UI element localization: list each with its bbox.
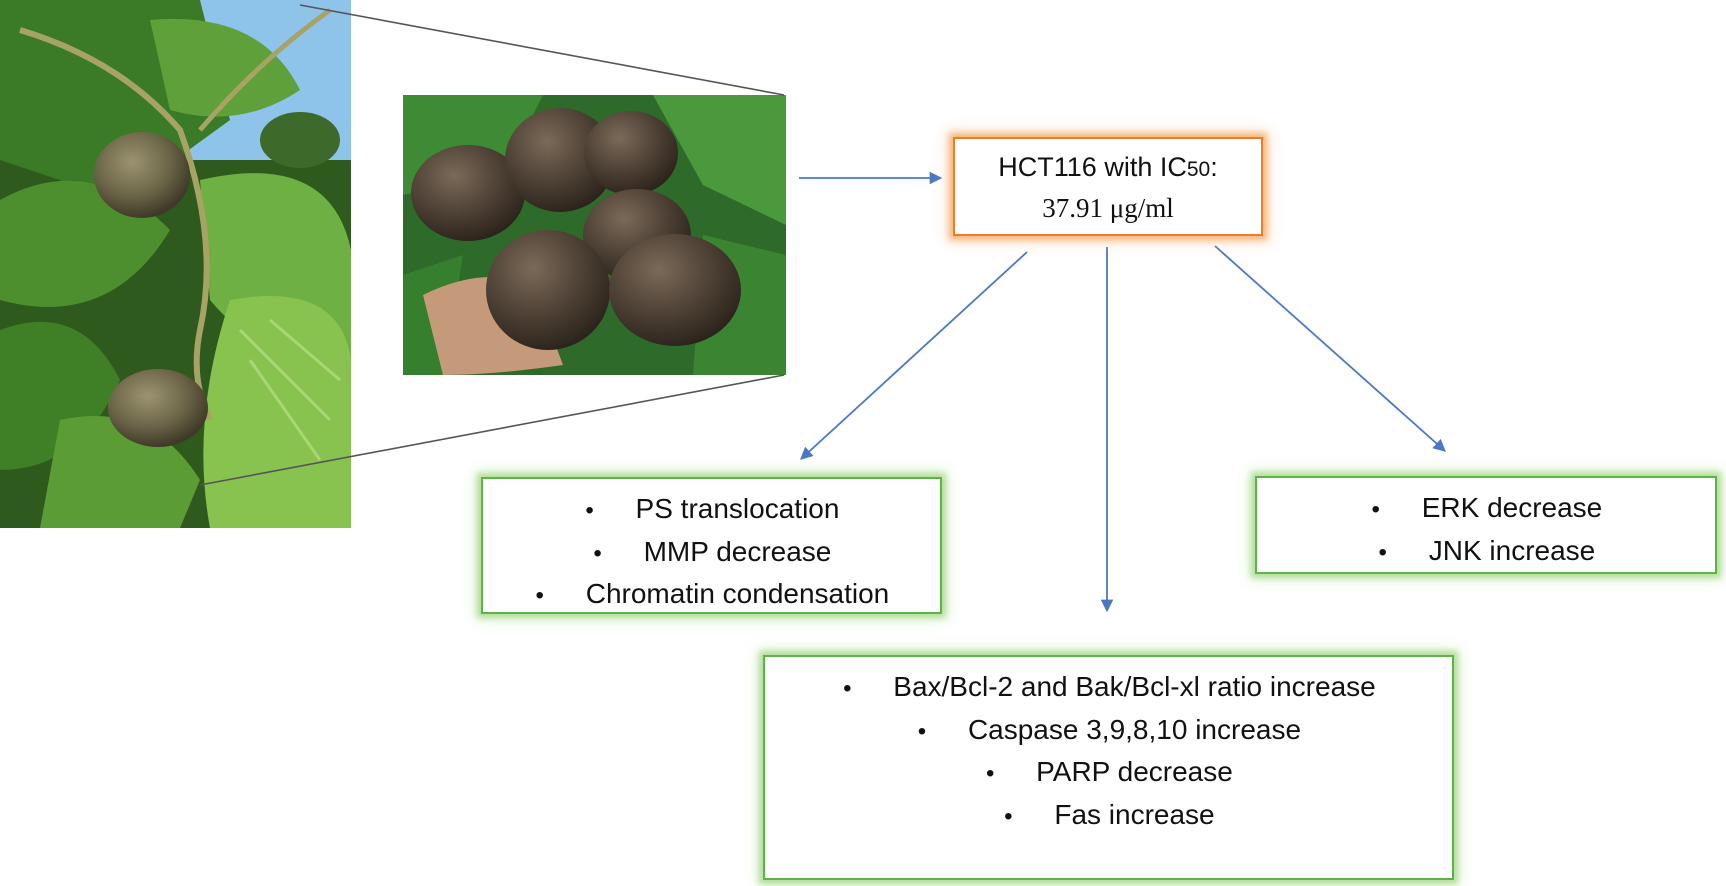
zoom-line-bottom — [199, 374, 785, 486]
right-box-item: •JNK increase — [1378, 534, 1596, 566]
right-box-item: •ERK decrease — [1371, 492, 1603, 523]
bottom-box-item: •Bax/Bcl-2 and Bak/Bcl-xl ratio increase — [843, 671, 1376, 702]
bottom-box-item: •Caspase 3,9,8,10 increase — [917, 713, 1302, 745]
bottom-result-box: •Bax/Bcl-2 and Bak/Bcl-xl ratio increase… — [763, 655, 1454, 880]
bottom-box-item: •PARP decrease — [985, 756, 1233, 787]
bottom-box-item: •Fas increase — [1004, 798, 1215, 830]
vine-photo — [0, 0, 351, 528]
ic50-value: 37.91 μg/ml — [1042, 193, 1174, 223]
arrow-to-right-box — [1214, 245, 1446, 452]
left-result-box: •PS translocation •MMP decrease •Chromat… — [481, 477, 942, 614]
arrow-to-left-box — [800, 251, 1028, 460]
ic50-box: HCT116 with IC50: 37.91 μg/ml — [953, 137, 1263, 236]
left-box-item: •PS translocation — [585, 493, 840, 524]
left-box-item: •Chromatin condensation — [535, 578, 890, 609]
left-box-item: •MMP decrease — [593, 535, 832, 567]
tuber-photo — [403, 95, 786, 375]
ic50-cell-line-label: HCT116 with IC50: — [998, 152, 1218, 182]
zoom-line-top — [299, 4, 785, 96]
right-result-box: •ERK decrease •JNK increase — [1255, 476, 1717, 574]
